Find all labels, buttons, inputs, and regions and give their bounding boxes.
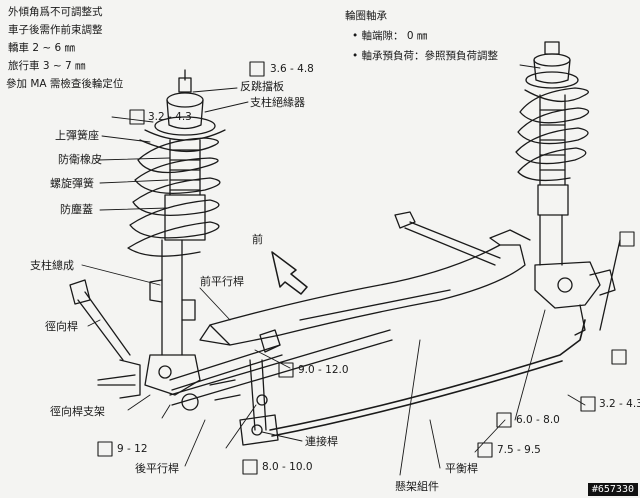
torque-icons: [97, 61, 635, 475]
spec-rear-link-bolt: 8.0 - 10.0: [262, 461, 313, 473]
label-dust-cover: 防塵蓋: [60, 203, 93, 216]
suspension-member: [199, 229, 531, 353]
connecting-rod: [239, 359, 279, 446]
stabilizer-bar: [269, 319, 586, 437]
note-sedan: 轎車 2 ~ 6 ㎜: [8, 42, 76, 54]
front-arrow-icon: [271, 251, 308, 295]
label-stabilizer: 平衡桿: [445, 462, 478, 475]
label-dust-rubber: 防衛橡皮: [58, 153, 102, 166]
spec-stabilizer-bolt: 7.5 - 9.5: [497, 444, 541, 456]
note-ma-check: 參加 MA 需檢查後輪定位: [6, 78, 124, 90]
label-front-arrow: 前: [252, 233, 263, 246]
leader-lines: [81, 64, 586, 476]
label-radius-rod-bracket: 徑向桿支架: [50, 405, 105, 418]
label-strut-insulator: 支柱絕緣器: [250, 96, 305, 109]
note-wagon: 旅行車 3 ~ 7 ㎜: [8, 60, 86, 72]
spec-right-nut: 3.2 - 4.3: [599, 398, 640, 410]
label-radius-rod: 徑向桿: [45, 320, 78, 333]
bearing-title: 輪圈軸承: [345, 10, 387, 22]
label-front-parallel-link: 前平行桿: [200, 275, 244, 288]
label-connecting-rod: 連接桿: [305, 435, 338, 448]
parallel-links: [169, 329, 393, 411]
watermark: #657330: [587, 483, 638, 496]
radius-rod: [69, 279, 131, 361]
label-strut-assembly: 支柱總成: [30, 259, 74, 272]
spec-radius-bracket: 9 - 12: [117, 443, 148, 455]
spec-top-mount: 3.6 - 4.8: [270, 63, 314, 75]
spec-front-link-bolt: 9.0 - 12.0: [298, 364, 349, 376]
label-coil-spring: 螺旋彈簧: [50, 177, 94, 190]
right-strut-assembly: [515, 41, 621, 336]
note-toe-adjust: 車子後需作前束調整: [8, 24, 103, 36]
label-bumper-plate: 反跳擋板: [240, 80, 284, 93]
label-suspension-member: 懸架組件: [395, 480, 439, 493]
bearing-endplay: • 軸端隙： 0 ㎜: [352, 30, 428, 42]
upper-link: [394, 211, 501, 266]
label-upper-spring-seat: 上彈簧座: [55, 129, 99, 142]
left-strut-assembly: [97, 69, 226, 399]
bearing-preload: • 軸承預負荷：參照預負荷調整: [352, 50, 499, 62]
spec-knuckle-bolt: 6.0 - 8.0: [516, 414, 560, 426]
note-camber: 外傾角爲不可調整式: [8, 6, 103, 18]
spec-strut-upper: 3.2 - 4.3: [148, 111, 192, 123]
label-rear-parallel-link: 後平行桿: [135, 462, 179, 475]
